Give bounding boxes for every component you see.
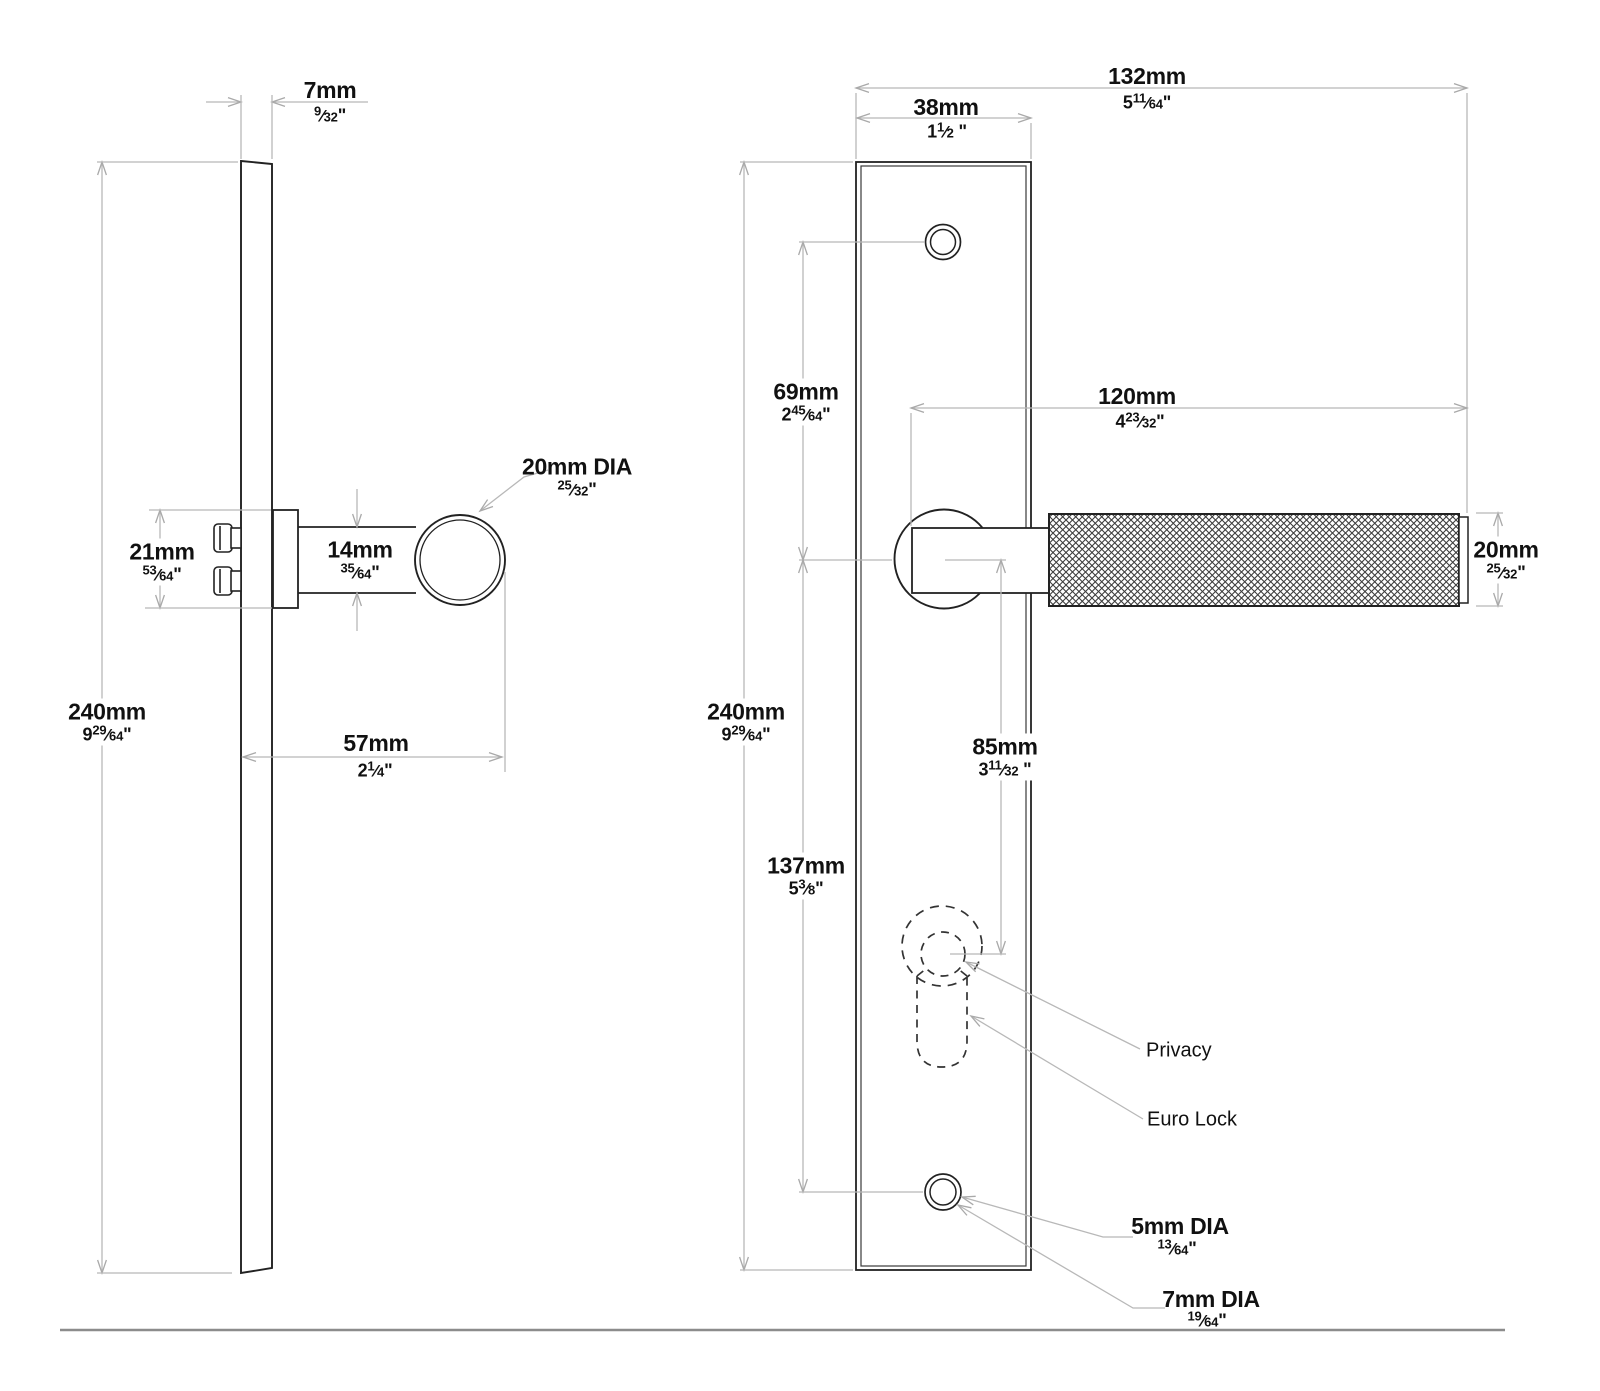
side-screw-top [213,523,242,553]
side-handle-hub [272,509,299,609]
dim-plate-width-inch: 11⁄2 " [927,119,967,142]
dim-neck-height: 14mm 35⁄64" [323,536,397,584]
side-plate-profile [240,159,273,1275]
dim-counterbore-dia-inch: 19⁄64" [1187,1308,1227,1331]
front-lever-knurled-grip [1048,513,1460,607]
dim-screw-to-centre: 69mm 245⁄64" [769,378,843,426]
dim-counterbore-dia-mm: 7mm DIA [1162,1285,1260,1312]
dim-plate-thickness-mm: 7mm [303,76,357,103]
dim-plate-width-mm: 38mm [913,93,979,120]
front-lever-end-cap [1458,516,1469,604]
dim-overall-width-inch: 511⁄64" [1122,90,1172,113]
privacy-annotation: Privacy [1146,1039,1212,1062]
dim-grip-diameter: 20mm 25⁄32" [1469,536,1543,584]
dim-lever-length-mm: 120mm [1098,382,1176,409]
dim-centre-to-bottom-screw: 137mm 53⁄8" [763,852,849,900]
side-view-dimensions [96,95,549,1276]
dim-side-plate-height: 240mm 929⁄64" [64,698,150,746]
dim-screw-hole-dia-mm: 5mm DIA [1131,1212,1229,1239]
dim-front-plate-height: 240mm 929⁄64" [703,698,789,746]
front-privacy-cutout [901,905,983,987]
dim-screw-hole-dia-inch: 13⁄64" [1157,1236,1197,1259]
front-screw-bottom-outer [924,1173,962,1211]
front-view-dimensions [738,82,1504,1309]
dim-plate-thickness-inch: 9⁄32" [313,103,347,126]
dim-projection-inch: 21⁄4" [357,758,393,781]
dim-lever-length-inch: 423⁄32" [1115,409,1165,432]
side-screw-bottom [213,566,242,596]
euro-lock-annotation: Euro Lock [1147,1108,1238,1131]
dim-rose-height: 21mm 53⁄64" [125,538,199,586]
side-handle-bar-outer [414,514,506,606]
front-screw-top-outer [924,223,962,261]
front-screw-bottom-inner [929,1178,957,1206]
front-backplate-inner [860,165,1027,1267]
front-view [855,161,1469,1271]
dim-handle-diameter-callout: 20mm DIA 25⁄32" [521,453,633,500]
side-handle-bar-inner [419,519,501,601]
dim-centre-to-euro: 85mm 311⁄32 " [968,733,1042,781]
dim-overall-width-mm: 132mm [1108,62,1186,89]
dim-projection-mm: 57mm [343,729,409,756]
front-backplate-outer [855,161,1032,1271]
side-view [213,159,506,1275]
front-screw-top-inner [929,228,957,256]
